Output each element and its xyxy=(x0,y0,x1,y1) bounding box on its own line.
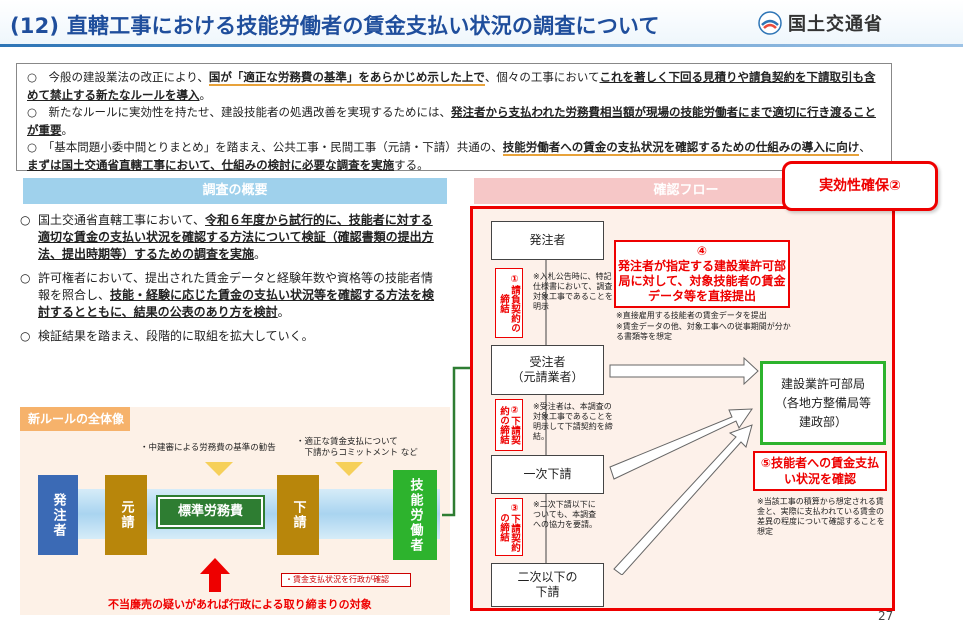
new-rule-heading: 新ルールの全体像 xyxy=(20,407,130,431)
intro-emphasis: これを著しく下回る見積りや請負契約を下請取引も含めて禁止する新たなルールを導入 xyxy=(27,70,876,102)
intro-paragraph-2: ○ 新たなルールに実効性を持たせ、建設技能者の処遇改善を実現するためには、発注者… xyxy=(27,104,881,139)
note-wage-standard: ・中建審による労務費の基準の勧告 xyxy=(140,443,276,453)
note-second-tier: ※二次下請以下についても、本調査への協力を要請。 xyxy=(533,500,597,529)
flow-prime-label: 受注者 xyxy=(529,355,566,369)
submit-arrows-icon xyxy=(609,356,759,575)
contract-step-1: ①請負契約の締結 xyxy=(495,268,523,338)
flow-client-label: 発注者 xyxy=(529,233,566,247)
contract-step-2: ②下請契約の締結 xyxy=(495,399,523,451)
survey-text: 国土交通省直轄工事において、 xyxy=(38,213,206,227)
ministry-logo: 国土交通省 xyxy=(758,10,883,36)
step-4-number: ④ xyxy=(696,244,708,258)
survey-item-2: 許可権者において、提出された賃金データと経験年数や資格等の技能者情報を照合し、技… xyxy=(18,270,442,321)
survey-heading: 調査の概要 xyxy=(23,178,447,204)
intro-paragraph-1: ○ 今般の建設業法の改正により、国が「適正な労務費の基準」をあらかじめ示した上で… xyxy=(27,69,881,104)
note-prime-subcontract: ※受注者は、本調査の対象工事であることを明示して下請契約を締結。 xyxy=(533,402,613,441)
flow-prime-contractor-box: 受注者 （元請業者） xyxy=(491,345,604,395)
step-4-note-1: ※直接雇用する技能者の賃金データを提出 xyxy=(616,311,767,320)
bureau-sublabel-1: （各地方整備局等 xyxy=(774,395,871,410)
flow-prime-sublabel: （元請業者） xyxy=(511,370,584,384)
survey-item-1: 国土交通省直轄工事において、令和６年度から試行的に、技能者に対する適切な賃金の支… xyxy=(18,212,442,263)
bureau-sublabel-2: 建政部） xyxy=(798,414,847,429)
survey-text: 。 xyxy=(277,305,290,319)
intro-box: ○ 今般の建設業法の改正により、国が「適正な労務費の基準」をあらかじめ示した上で… xyxy=(16,63,892,174)
intro-emphasis: まずは国土交通省直轄工事において、仕組みの検討に必要な調査を実施 xyxy=(27,157,395,172)
down-arrow-icon xyxy=(205,462,233,476)
rule-prime-contractor-box: 元請 xyxy=(105,475,147,555)
permit-bureau-box: 建設業許可部局 （各地方整備局等 建政部） xyxy=(760,361,886,445)
step-5-box: ⑤技能者への賃金支払い状況を確認 xyxy=(753,451,887,491)
flow-second-sub-box: 二次以下の 下請 xyxy=(491,563,604,607)
flow-client-box: 発注者 xyxy=(491,221,604,260)
flow-vertical-line xyxy=(545,260,547,563)
intro-text: 。 xyxy=(199,87,212,102)
step-4-note-2: ※賃金データの他、対象工事への従事期間が分かる書類等を想定 xyxy=(616,322,791,341)
step-4-box: ④ 発注者が指定する建設業許可部局に対して、対象技能者の賃金データ等を直接提出 xyxy=(614,240,790,308)
ministry-name: 国土交通省 xyxy=(788,14,883,35)
page-number: 27 xyxy=(878,609,894,623)
survey-emphasis: 令和６年度から試行的に、技能者に対する適切な賃金の支払い状況を確認する方法につい… xyxy=(38,213,434,261)
intro-text: 、個々の工事において xyxy=(484,70,600,84)
intro-text: 。 xyxy=(61,122,74,137)
intro-text: ○ 今般の建設業法の改正により、 xyxy=(27,70,209,84)
step-4-text: 発注者が指定する建設業許可部局に対して、対象技能者の賃金データ等を直接提出 xyxy=(618,259,787,303)
rule-subcontractor-box: 下請 xyxy=(277,475,319,555)
step-5-note: ※当該工事の積算から想定される賃金と、実際に支払われている賃金の差異の程度につい… xyxy=(757,497,885,536)
contract-step-3: ③下請契約の締結 xyxy=(495,498,523,556)
page-title: (12) 直轄工事における技能労働者の賃金支払い状況の調査について xyxy=(10,14,660,38)
mlit-logo-icon xyxy=(758,11,782,35)
effectiveness-badge: 実効性確保② xyxy=(782,161,938,211)
intro-text: 、 xyxy=(859,140,871,154)
flow-first-sub-box: 一次下請 xyxy=(491,455,604,494)
survey-item-3: 検証結果を踏まえ、段階的に取組を拡大していく。 xyxy=(18,328,442,345)
standard-wage-box: 標準労務費 xyxy=(156,495,265,529)
note-commitment: ・適正な賃金支払について 下請からコミットメント など xyxy=(296,437,418,458)
up-arrow-icon xyxy=(200,558,230,592)
intro-paragraph-3: ○ 「基本問題小委中間とりまとめ」を踏まえ、公共工事・民間工事（元請・下請）共通… xyxy=(27,139,881,174)
bureau-label: 建設業許可部局 xyxy=(780,376,865,391)
survey-emphasis: 技能・経験に応じた賃金の支払い状況等を確認する方法を検討するとともに、結果の公表… xyxy=(38,288,435,319)
intro-emphasis: 技能労働者への賃金の支払状況を確認するための仕組みの導入に向け xyxy=(502,140,860,156)
flow-first-sub-label: 一次下請 xyxy=(523,467,572,481)
flow-second-sub-label: 二次以下の xyxy=(517,570,578,584)
intro-text: ○ 新たなルールに実効性を持たせ、建設技能者の処遇改善を実現するためには、 xyxy=(27,105,452,119)
rule-client-box: 発注者 xyxy=(38,475,78,555)
header-bar xyxy=(0,0,963,46)
intro-text: する。 xyxy=(394,157,429,172)
unfair-pricing-text: 不当廉売の疑いがあれば行政による取り締まりの対象 xyxy=(108,598,372,611)
down-arrow-icon xyxy=(335,462,363,476)
note-tender: ※入札公告時に、特記仕様書において、調査対象工事であることを明示 xyxy=(533,272,613,311)
title-rule xyxy=(0,44,963,47)
survey-text: 許可権者において、提出された賃金データと経験年数や資格等の技能者情報を照合し、 xyxy=(38,271,434,302)
survey-text: 。 xyxy=(254,247,267,261)
wage-check-label: ・賃金支払状況を行政が確認 xyxy=(281,573,411,587)
survey-text: 検証結果を踏まえ、段階的に取組を拡大していく。 xyxy=(38,329,314,343)
intro-emphasis: 国が「適正な労務費の基準」をあらかじめ示した上で xyxy=(208,70,485,86)
survey-list: 国土交通省直轄工事において、令和６年度から試行的に、技能者に対する適切な賃金の支… xyxy=(18,212,442,352)
rule-skilled-worker-box: 技能労働者 xyxy=(393,470,437,560)
intro-text: ○ 「基本問題小委中間とりまとめ」を踏まえ、公共工事・民間工事（元請・下請）共通… xyxy=(27,140,503,154)
flow-second-sub-sublabel: 下請 xyxy=(535,585,560,599)
intro-emphasis: 発注者から支払われた労務費相当額が現場の技能労働者にまで適切に行き渡ることが重要 xyxy=(27,105,876,137)
